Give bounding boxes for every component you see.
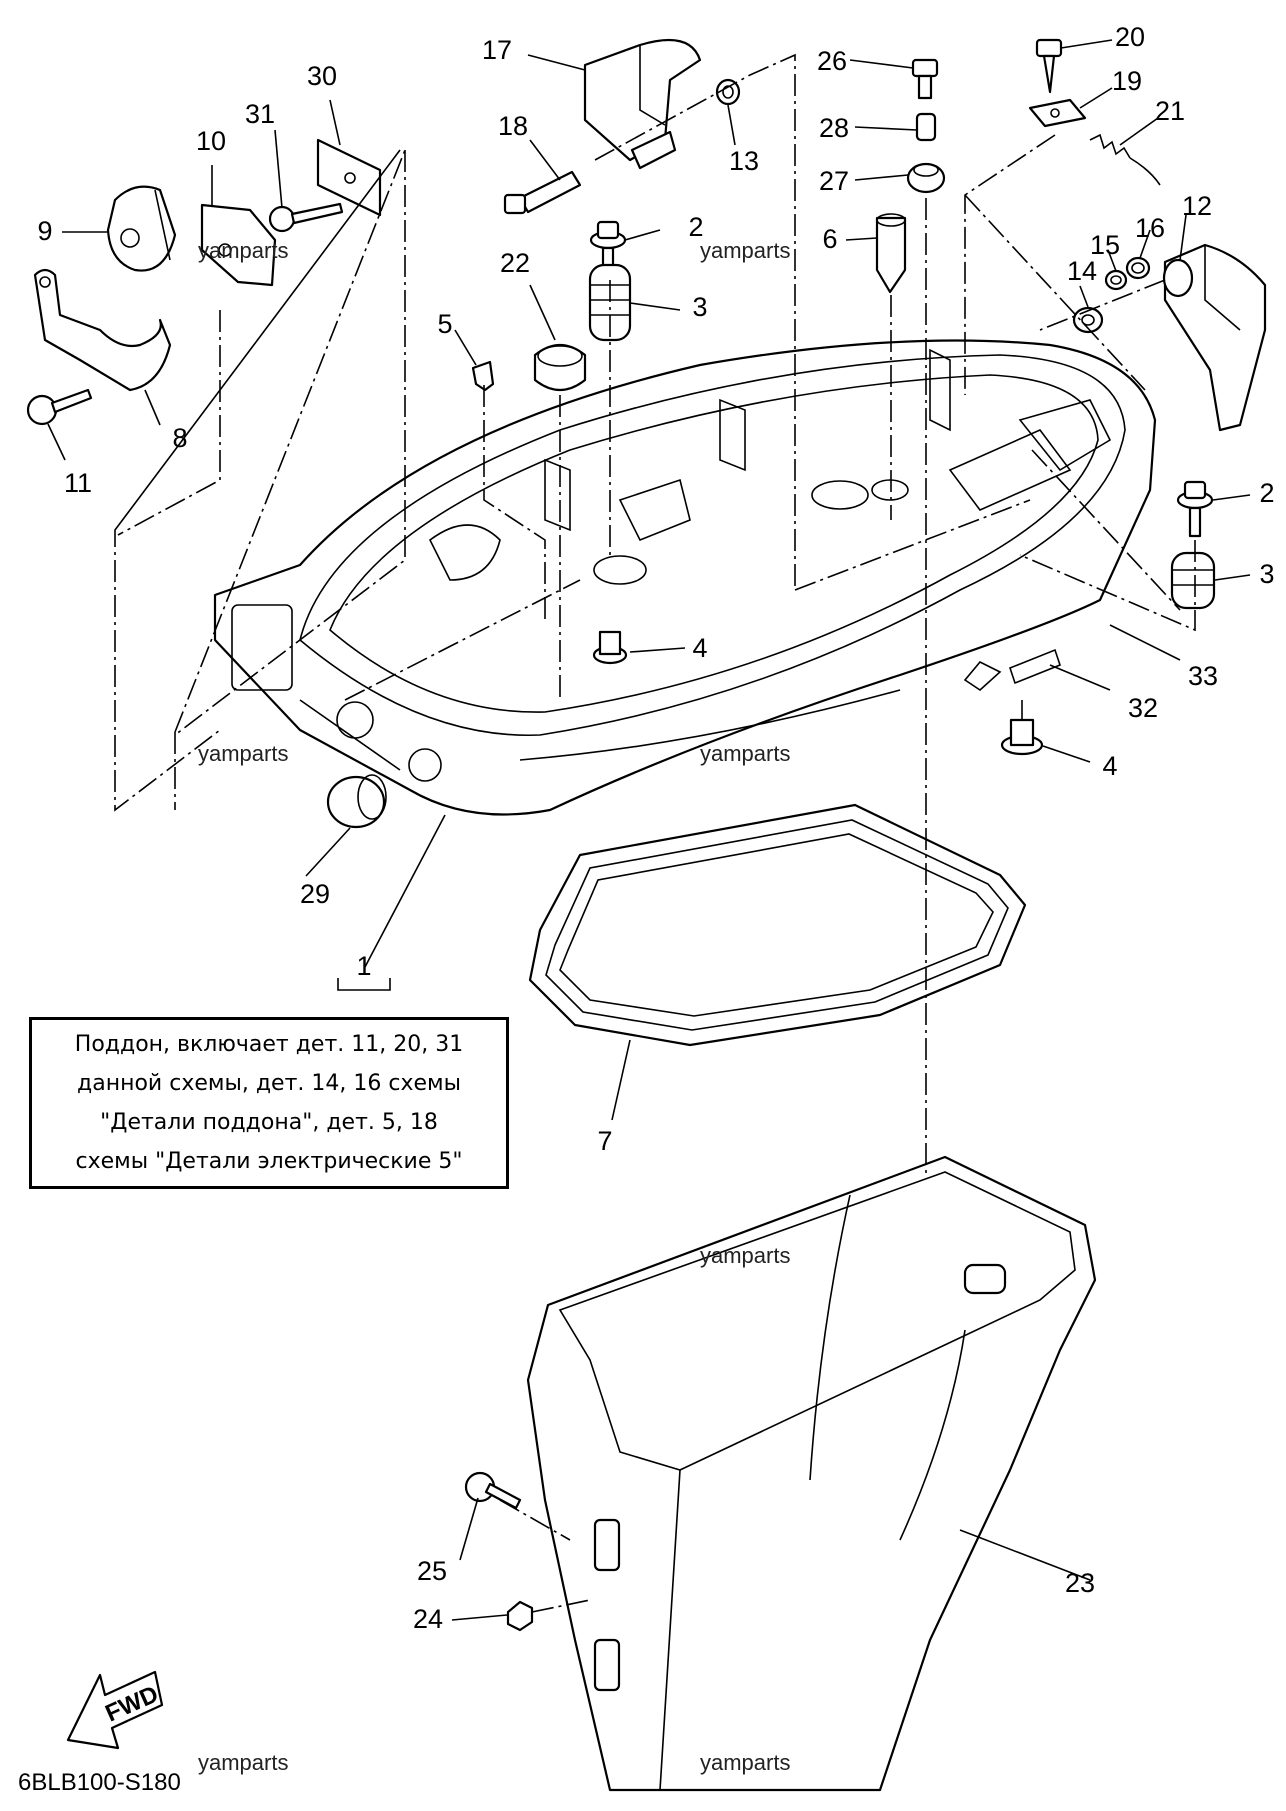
part-washer-15 [1104,269,1128,291]
part-lower-casing [526,1155,1097,1792]
part-grommet-6 [875,213,907,294]
part-bottom-cowling [213,339,1157,816]
callout-31: 31 [245,99,275,129]
part-rubber-seal [528,803,1027,1047]
callout-2-top: 2 [688,212,703,242]
callout-17: 17 [482,35,512,65]
part-block-10 [200,203,277,287]
part-nut-24 [506,1600,534,1632]
callout-labels: 1 2 2 3 3 4 4 5 6 7 8 9 10 11 12 13 14 1… [37,22,1274,1634]
callout-1: 1 [356,951,371,981]
part-grommet-13 [715,78,741,106]
part-bolt-20 [1035,38,1063,94]
callout-5: 5 [437,309,452,339]
part-collar-4-bottom [1000,718,1044,756]
part-bolt-25 [464,1471,522,1510]
part-bolt-2-top [589,220,627,278]
leader-lines [47,39,1251,1621]
callout-32: 32 [1128,693,1158,723]
note-line-2: данной схемы, дет. 14, 16 схемы [77,1071,461,1096]
part-clip-5 [471,360,495,392]
watermark: yamparts [700,1243,790,1268]
callout-19: 19 [1112,66,1142,96]
callout-21: 21 [1155,96,1185,126]
callout-33: 33 [1188,661,1218,691]
part-plug-29 [326,774,387,829]
callout-27: 27 [819,166,849,196]
part-grommet-22 [533,343,587,392]
callout-6: 6 [822,224,837,254]
callout-3-right: 3 [1259,559,1274,589]
callout-13: 13 [729,146,759,176]
part-washer-16 [1125,256,1151,280]
callout-20: 20 [1115,22,1145,52]
callout-4-inner: 4 [692,633,707,663]
part-bolt-18 [503,170,582,215]
callout-16: 16 [1135,213,1165,243]
callout-22: 22 [500,248,530,278]
callout-15: 15 [1090,230,1120,260]
part-grommet-3-right [1170,551,1216,610]
callout-7: 7 [597,1126,612,1156]
part-bolt-2-right [1176,480,1214,538]
watermark: yamparts [700,1750,790,1775]
watermark: yamparts [198,741,288,766]
watermarks: yamparts yamparts yamparts yamparts yamp… [198,238,790,1775]
callout-4-bottom: 4 [1102,751,1117,781]
callout-12: 12 [1182,191,1212,221]
part-bolt-26 [911,58,939,100]
callout-9: 9 [37,216,52,246]
part-collar-28 [915,112,937,142]
callout-18: 18 [498,111,528,141]
part-holder-9 [106,185,177,272]
part-plate-30 [316,138,382,217]
callout-14: 14 [1067,256,1097,286]
callout-26: 26 [817,46,847,76]
callout-8: 8 [172,423,187,453]
assembly-note: Поддон, включает дет. 11, 20, 31 данной … [29,1017,509,1189]
callout-2-right: 2 [1259,478,1274,508]
part-bolt-11 [26,388,93,426]
note-line-4: схемы "Детали электрические 5" [75,1149,463,1174]
note-line-1: Поддон, включает дет. 11, 20, 31 [74,1032,464,1057]
callout-30: 30 [307,61,337,91]
callout-28: 28 [819,113,849,143]
diagram-code: 6BLB100-S180 [18,1769,181,1796]
callout-23: 23 [1065,1568,1095,1598]
watermark: yamparts [198,1750,288,1775]
part-grommet-27 [906,162,946,194]
callout-29: 29 [300,879,330,909]
callout-11: 11 [64,468,92,498]
part-bracket-8 [33,268,172,392]
watermark: yamparts [700,741,790,766]
part-spring-21 [1089,133,1161,186]
part-bracket-19 [1028,98,1087,128]
part-collar-4-inner [592,630,628,665]
callout-10: 10 [196,126,226,156]
callout-3-top: 3 [692,292,707,322]
part-lever-12 [1162,243,1267,432]
part-screw-31 [268,202,344,233]
assembly-lines [114,53,1196,1613]
note-line-3: "Детали поддона", дет. 5, 18 [100,1110,438,1135]
watermark: yamparts [198,238,288,263]
callout-25: 25 [417,1556,447,1586]
part-bracket-17 [583,38,702,170]
fwd-arrow: FWD [66,1670,164,1750]
watermark: yamparts [700,238,790,263]
callout-24: 24 [413,1604,443,1634]
